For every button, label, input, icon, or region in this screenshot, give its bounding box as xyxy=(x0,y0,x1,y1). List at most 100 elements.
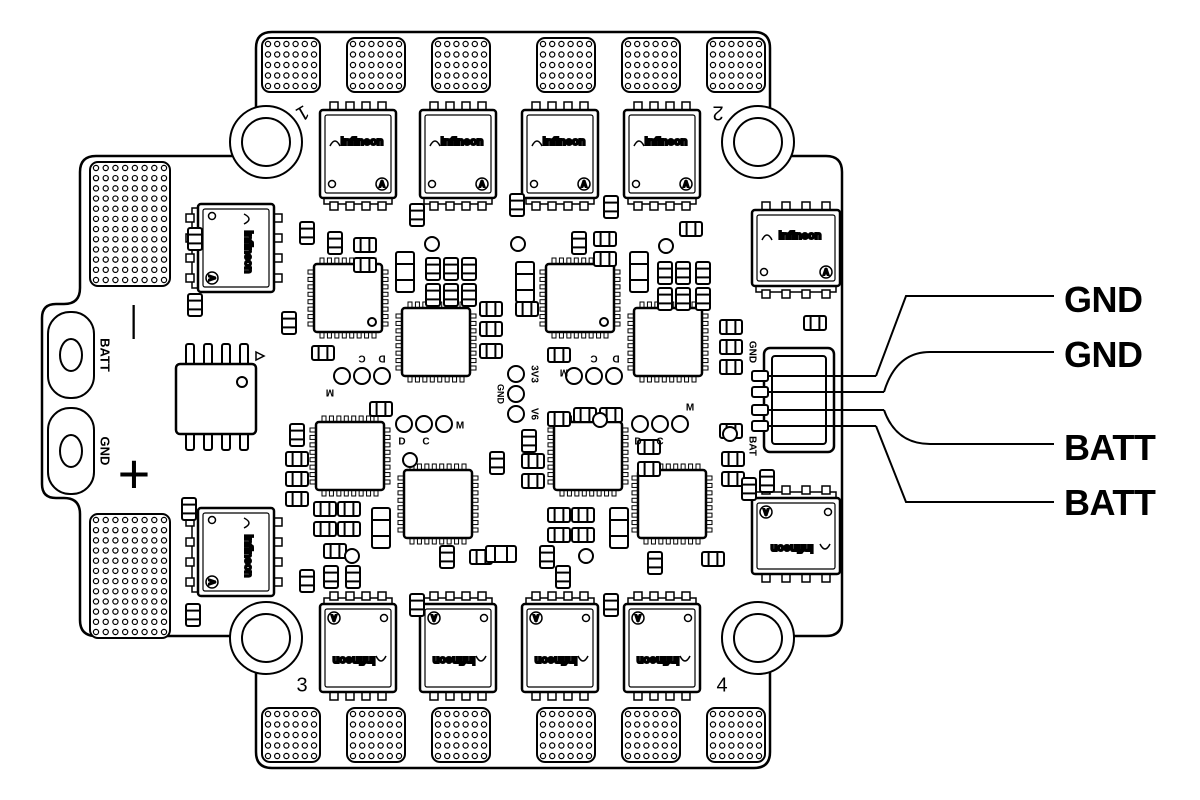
passive-component-42 xyxy=(313,521,337,537)
mcu-chip-4 xyxy=(632,306,704,378)
passive-component-65 xyxy=(647,551,663,575)
svg-text:A: A xyxy=(823,268,829,277)
passive-component-21 xyxy=(593,251,617,267)
motor-pad-bottom-3-dots xyxy=(434,710,488,760)
connector-pin-3 xyxy=(751,404,769,416)
passive-component-18 xyxy=(187,293,203,317)
passive-component-7 xyxy=(461,257,477,281)
soic-pin-top-2 xyxy=(203,343,213,367)
passive-component-35 xyxy=(679,221,703,237)
signal-pads-1-pad-3 xyxy=(373,367,391,385)
svg-text:A: A xyxy=(635,613,641,622)
passive-component-44 xyxy=(337,521,361,537)
passive-component-40 xyxy=(285,491,309,507)
mounting-hole-inner-3 xyxy=(241,613,291,663)
soic-pin-top-4 xyxy=(239,343,249,367)
corner-number-2: 2 xyxy=(712,102,723,124)
signal-pads-3-pad-3 xyxy=(435,415,453,433)
test-point-8 xyxy=(592,412,608,428)
corner-number-4: 4 xyxy=(716,674,727,696)
passive-component-36 xyxy=(803,315,827,331)
passive-component-68 xyxy=(721,451,745,467)
center-pad-gnd xyxy=(507,385,525,403)
pin-label-c-3: C xyxy=(422,437,429,448)
test-point-3 xyxy=(658,238,674,254)
pin-label-d-3: D xyxy=(398,437,405,448)
passive-component-78 xyxy=(603,195,619,219)
passive-component-63 xyxy=(637,439,661,455)
passive-component-72 xyxy=(547,411,571,427)
passive-component-69 xyxy=(721,471,745,487)
test-point-6 xyxy=(722,426,738,442)
center-pad-3v3 xyxy=(507,365,525,383)
motor-pad-bottom-6-dots xyxy=(709,710,763,760)
passive-component-64 xyxy=(637,461,661,477)
passive-component-10 xyxy=(461,283,477,307)
passive-component-82 xyxy=(299,569,315,593)
passive-component-28 xyxy=(629,251,649,293)
mcu-chip-3-pin1 xyxy=(599,317,609,327)
callout-batt-2: BATT xyxy=(1064,482,1156,523)
passive-component-4 xyxy=(353,257,377,273)
svg-text:A: A xyxy=(581,180,587,189)
mounting-hole-inner-4 xyxy=(733,613,783,663)
mosfet-top-1-brand: infineon xyxy=(341,136,384,148)
passive-component-52 xyxy=(521,429,537,453)
passive-component-8 xyxy=(425,283,441,307)
soic-pin-top-1 xyxy=(185,343,195,367)
passive-component-60 xyxy=(609,507,629,549)
passive-component-16 xyxy=(311,345,335,361)
mcu-chip-3 xyxy=(544,262,616,334)
motor-pad-bottom-4-dots xyxy=(539,710,593,760)
passive-component-45 xyxy=(371,507,391,549)
svg-text:A: A xyxy=(207,579,216,585)
passive-component-80 xyxy=(603,593,619,617)
center-label-v6: V6 xyxy=(528,408,539,421)
batt-pad-label: BATT xyxy=(98,338,113,372)
motor-pad-top-5-dots xyxy=(624,40,678,90)
passive-component-11 xyxy=(395,251,415,293)
passive-component-53 xyxy=(521,453,545,469)
connector-pin-4 xyxy=(751,420,769,432)
svg-text:A: A xyxy=(431,613,437,622)
passive-component-37 xyxy=(289,423,305,447)
passive-component-48 xyxy=(345,565,361,589)
svg-text:A: A xyxy=(479,180,485,189)
test-point-1 xyxy=(424,236,440,252)
passive-component-29 xyxy=(515,261,535,303)
test-point-2 xyxy=(510,236,526,252)
signal-pads-3-pad-2 xyxy=(415,415,433,433)
pin-label-c-4: C xyxy=(656,437,663,448)
passive-component-31 xyxy=(547,347,571,363)
passive-component-39 xyxy=(285,471,309,487)
leader-batt-2 xyxy=(875,425,1054,503)
test-point-4 xyxy=(344,548,360,564)
plus-sign: + xyxy=(118,442,151,505)
mosfet-right-top-brand: infineon xyxy=(779,230,822,242)
passive-component-26 xyxy=(675,287,691,311)
passive-component-23 xyxy=(675,261,691,285)
pin-label-d-2: D xyxy=(612,352,619,363)
passive-component-54 xyxy=(521,473,545,489)
mounting-hole-inner-1 xyxy=(241,117,291,167)
callout-batt-1: BATT xyxy=(1064,427,1156,468)
signal-pads-4-pad-3 xyxy=(671,415,689,433)
soic-pin-top-3 xyxy=(221,343,231,367)
mosfet-left-top-brand: infineon xyxy=(242,231,254,274)
corner-number-3: 3 xyxy=(296,674,307,696)
mcu-chip-8 xyxy=(636,468,708,540)
motor-pad-top-4-dots xyxy=(539,40,593,90)
callout-gnd-1: GND xyxy=(1064,279,1143,320)
passive-component-25 xyxy=(657,287,673,311)
svg-text:A: A xyxy=(207,275,216,281)
passive-component-71 xyxy=(181,497,197,521)
pin-label-d-4: D xyxy=(634,437,641,448)
center-label-gnd: GND xyxy=(496,384,506,405)
passive-component-77 xyxy=(509,193,525,217)
center-label-3v3: 3V3 xyxy=(528,365,539,383)
